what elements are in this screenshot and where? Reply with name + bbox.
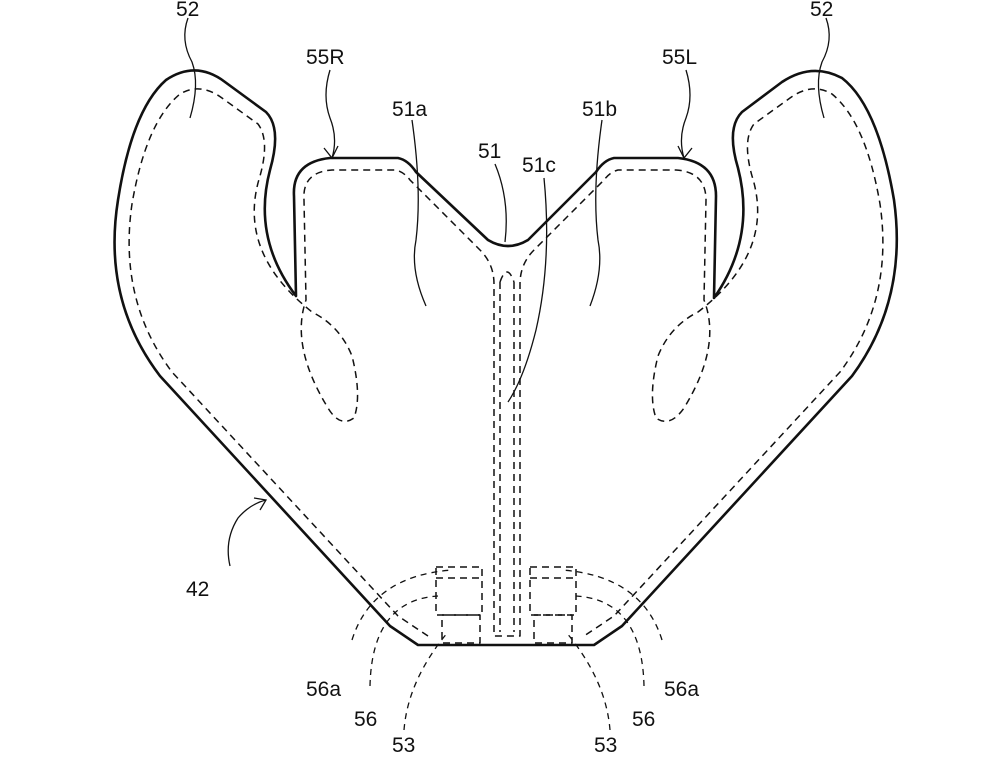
inflator-pocket-left (441, 614, 481, 644)
label-55L: 55L (662, 46, 697, 69)
y-seam-detail (499, 271, 515, 632)
label-52-left: 52 (176, 0, 199, 21)
inner-seam-line (128, 88, 884, 637)
vent-arc-inner-left (369, 595, 439, 687)
vent-housing-left (435, 566, 483, 616)
leader-53-right (565, 631, 611, 731)
label-56-left: 56 (354, 708, 377, 731)
leader-51c (507, 177, 548, 403)
leader-42-arrow (253, 497, 268, 511)
label-53-right: 53 (594, 734, 617, 757)
leader-52-right (817, 17, 830, 119)
label-51a: 51a (392, 98, 427, 121)
vent-arc-outer-right (561, 569, 663, 641)
label-51: 51 (478, 140, 501, 163)
leader-51 (494, 163, 507, 243)
arrow-55L (677, 145, 693, 160)
inflator-pocket-right (533, 614, 573, 644)
label-51c: 51c (522, 154, 556, 177)
label-56-right: 56 (632, 708, 655, 731)
label-52-right: 52 (810, 0, 833, 21)
leader-51a (411, 119, 427, 307)
vent-housing-right (529, 566, 577, 616)
leader-55L (680, 69, 691, 159)
label-55R: 55R (306, 46, 345, 69)
vent-arc-inner-right (575, 595, 645, 687)
arrow-55R (323, 145, 339, 160)
leader-55R (325, 69, 336, 159)
label-56a-left: 56a (306, 678, 341, 701)
leader-51b (589, 119, 603, 307)
vent-arc-outer-left (351, 569, 453, 641)
airbag-outline (113, 69, 899, 647)
label-51b: 51b (582, 98, 617, 121)
label-53-left: 53 (392, 734, 415, 757)
label-42: 42 (186, 578, 209, 601)
leader-53-left (403, 631, 449, 731)
leader-42 (227, 499, 267, 567)
label-56a-right: 56a (664, 678, 699, 701)
leader-52-left (184, 17, 197, 119)
